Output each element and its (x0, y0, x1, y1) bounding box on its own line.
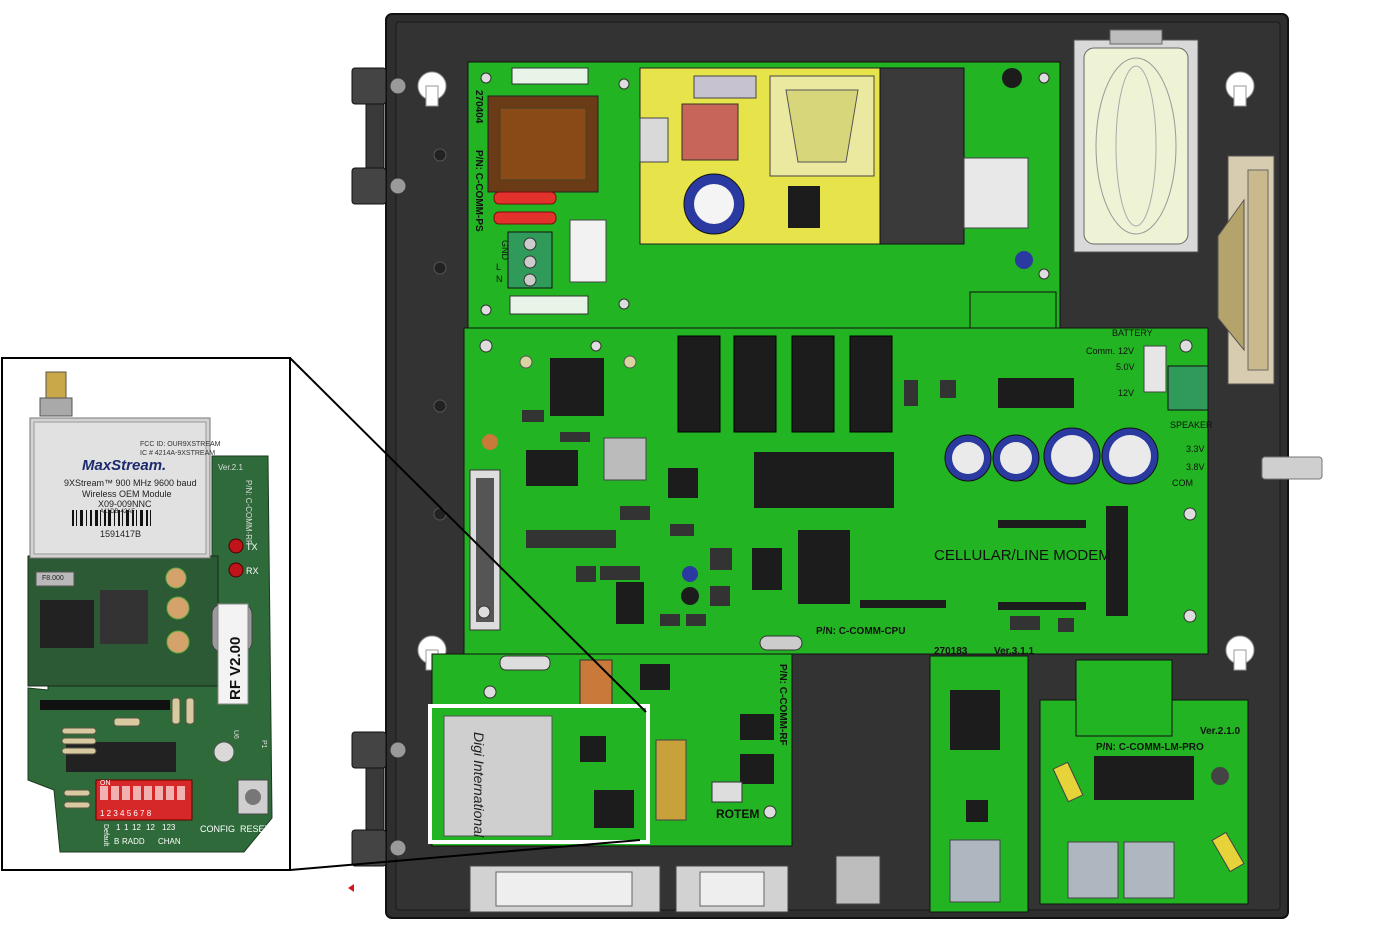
zoom-callout (289, 357, 647, 871)
n-label: N (496, 274, 503, 284)
reset-label: RESET (240, 824, 271, 834)
lm-version-label: Ver.2.1.0 (1200, 726, 1240, 737)
serial-number: 1591417B (100, 529, 141, 539)
sub-12a: 12 (132, 823, 141, 832)
v12b-label: 12V (1118, 388, 1134, 398)
com-label: COM (1172, 478, 1193, 488)
speaker-label: SPEAKER (1170, 420, 1213, 430)
u6-label: U6 (232, 730, 239, 739)
lm-part-label: P/N: C-COMM-LM-PRO (1096, 742, 1204, 753)
fcc-line-1: FCC ID: OUR9XSTREAM (140, 441, 221, 448)
dip-numbers: 1 2 3 4 5 6 7 8 (100, 809, 152, 818)
barcode (72, 510, 151, 526)
inset-version: Ver.2.1 (218, 463, 243, 472)
rotem-label: ROTEM (716, 807, 759, 821)
model-number: X09-009NNC (98, 499, 152, 509)
sub-1a: 1 (116, 823, 121, 832)
col-b-label: B (114, 837, 119, 846)
module-code-label: 270183 (934, 646, 968, 657)
rf-version-label: RF V2.00 (227, 637, 244, 700)
line-modem-board: Ver.2.1.0 P/N: C-COMM-LM-PRO (1039, 659, 1249, 905)
v12a-label: 12V (1118, 346, 1134, 356)
speaker-component (1217, 155, 1275, 385)
v50-label: 5.0V (1116, 362, 1135, 372)
sub-123: 123 (162, 823, 176, 832)
battery-holder (1073, 29, 1199, 253)
power-supply-board: 270404 P/N: C-COMM-PS GND L N (467, 61, 1061, 363)
comm-label: Comm. (1086, 346, 1115, 356)
p1-label: P1 (260, 740, 267, 749)
l-label: L (496, 262, 501, 272)
ps-part-label: P/N: C-COMM-PS (473, 150, 484, 232)
maxstream-brand: MaxStream. (82, 457, 166, 474)
cpu-board: BATTERY Comm. 12V 5.0V 12V SPEAKER 3.3V … (463, 327, 1213, 655)
config-label: CONFIG (200, 824, 235, 834)
ps-code-label: 270404 (473, 90, 484, 124)
rf-module-inset: FCC ID: OUR9XSTREAM IC # 4214A-9XSTREAM … (1, 357, 291, 871)
rf-board: Digi International P/N: C-COMM-RF ROTEM (428, 653, 793, 847)
col-default-label: Default (102, 824, 109, 846)
module-version-label: Ver.3.1.1 (994, 646, 1034, 657)
sub-12b: 12 (146, 823, 155, 832)
lot-number: A11DB-42AF (100, 509, 135, 515)
v33-label: 3.3V (1186, 444, 1205, 454)
cpu-part-label: P/N: C-COMM-CPU (816, 626, 905, 637)
v38-label: 3.8V (1186, 462, 1205, 472)
cellular-modem-label: CELLULAR/LINE MODEM (934, 547, 1111, 564)
red-marker-icon (348, 884, 354, 892)
crystal-can (35, 571, 75, 587)
rf-part-label: P/N: C-COMM-RF (777, 664, 788, 746)
crystal-label: F8.000 (42, 575, 64, 582)
product-line-2: Wireless OEM Module (82, 489, 172, 499)
dip-on-label: ON (100, 780, 111, 787)
inset-rf-part: P/N: C-COMM-RF (244, 480, 253, 545)
sub-1b: 1 (124, 823, 129, 832)
db-connectors (469, 855, 881, 913)
col-radd-label: RADD (122, 837, 145, 846)
col-chan-label: CHAN (158, 837, 181, 846)
modem-module-board: 270183 Ver.3.1.1 (929, 646, 1034, 913)
rx-led-label: RX (246, 566, 259, 576)
tx-led-label: TX (246, 542, 258, 552)
battery-label: BATTERY (1112, 328, 1153, 338)
fcc-line-2: IC # 4214A-9XSTREAM (140, 450, 215, 457)
digi-label: Digi International (471, 732, 487, 838)
product-line-1: 9XStream™ 900 MHz 9600 baud (64, 478, 197, 488)
gnd-label: GND (500, 240, 510, 261)
